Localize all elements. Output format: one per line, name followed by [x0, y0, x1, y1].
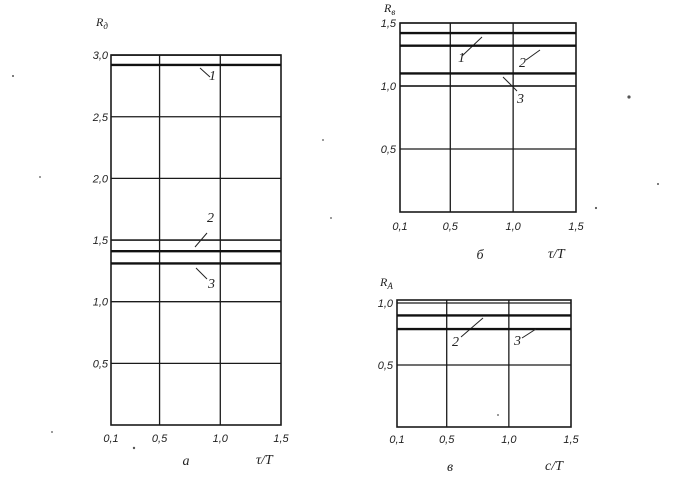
- x-tick-label: 0,1: [103, 433, 118, 445]
- chart-panel-a: 1 2 3 0,5 1,0 1,5 2,0 2,5 3,0 0,1 0,5 1,0 1,5 Rд а τ/T: [92, 15, 290, 469]
- series-label-3: 3: [513, 334, 521, 349]
- y-tick-label: 1,5: [93, 235, 109, 247]
- plot-frame-c: [396, 299, 572, 428]
- x-tick-label: 1,0: [501, 434, 517, 446]
- y-axis-label-subscript: д: [103, 21, 108, 31]
- series-leader-2: [194, 232, 208, 248]
- y-axis-label-subscript: в: [391, 7, 395, 17]
- y-tick-label: 1,5: [381, 18, 397, 30]
- series-label-3: 3: [207, 277, 215, 292]
- y-axis-label: RA: [379, 275, 393, 291]
- x-tick-label: 1,5: [273, 433, 289, 445]
- grid-b: [400, 22, 576, 212]
- y-tick-label: 1,0: [378, 298, 394, 310]
- x-tick-label: 1,0: [505, 221, 521, 233]
- x-tick-label: 0,5: [443, 221, 459, 233]
- y-axis-label: Rв: [383, 1, 395, 17]
- panel-label: в: [447, 460, 453, 475]
- y-tick-label: 1,0: [381, 81, 397, 93]
- x-tick-label: 1,5: [563, 434, 579, 446]
- y-axis-label: Rд: [95, 15, 108, 31]
- series-label-2: 2: [452, 335, 459, 350]
- x-axis-label: τ/T: [548, 247, 566, 262]
- chart-panel-c: 2 3 0,5 1,0 0,1 0,5 1,0 1,5 RA в с/T: [378, 275, 580, 475]
- series-leader-2: [525, 49, 541, 61]
- y-tick-label: 3,0: [93, 50, 109, 62]
- series-label-2: 2: [207, 211, 214, 226]
- y-tick-label: 1,0: [93, 297, 109, 309]
- y-axis-label-subscript: A: [386, 281, 393, 291]
- x-axis-label: τ/T: [256, 453, 274, 468]
- x-tick-label: 1,0: [213, 433, 229, 445]
- plot-frame-b: [399, 22, 577, 213]
- series-leader-3: [195, 267, 208, 280]
- series-leader-3: [521, 328, 537, 339]
- x-tick-label: 0,5: [439, 434, 455, 446]
- scan-specks: [12, 75, 659, 450]
- y-tick-label: 0,5: [381, 144, 397, 156]
- series-label-1: 1: [458, 51, 465, 66]
- grid-c: [397, 300, 571, 427]
- x-tick-label: 0,1: [389, 434, 404, 446]
- x-tick-label: 0,1: [392, 221, 407, 233]
- y-tick-label: 2,0: [92, 173, 109, 185]
- series-leader-1: [199, 67, 211, 78]
- x-tick-label: 0,5: [152, 433, 168, 445]
- series-label-2: 2: [519, 56, 526, 71]
- series-label-1: 1: [209, 69, 216, 84]
- x-axis-label: с/T: [545, 459, 564, 474]
- x-tick-label: 1,5: [568, 221, 584, 233]
- panel-label: а: [183, 454, 190, 469]
- series-label-3: 3: [516, 92, 524, 107]
- y-tick-label: 2,5: [92, 112, 109, 124]
- y-tick-label: 0,5: [378, 360, 394, 372]
- series-leader-3: [502, 76, 518, 92]
- y-tick-label: 0,5: [93, 358, 109, 370]
- series-leader-2: [460, 317, 484, 338]
- panel-label: б: [476, 248, 484, 263]
